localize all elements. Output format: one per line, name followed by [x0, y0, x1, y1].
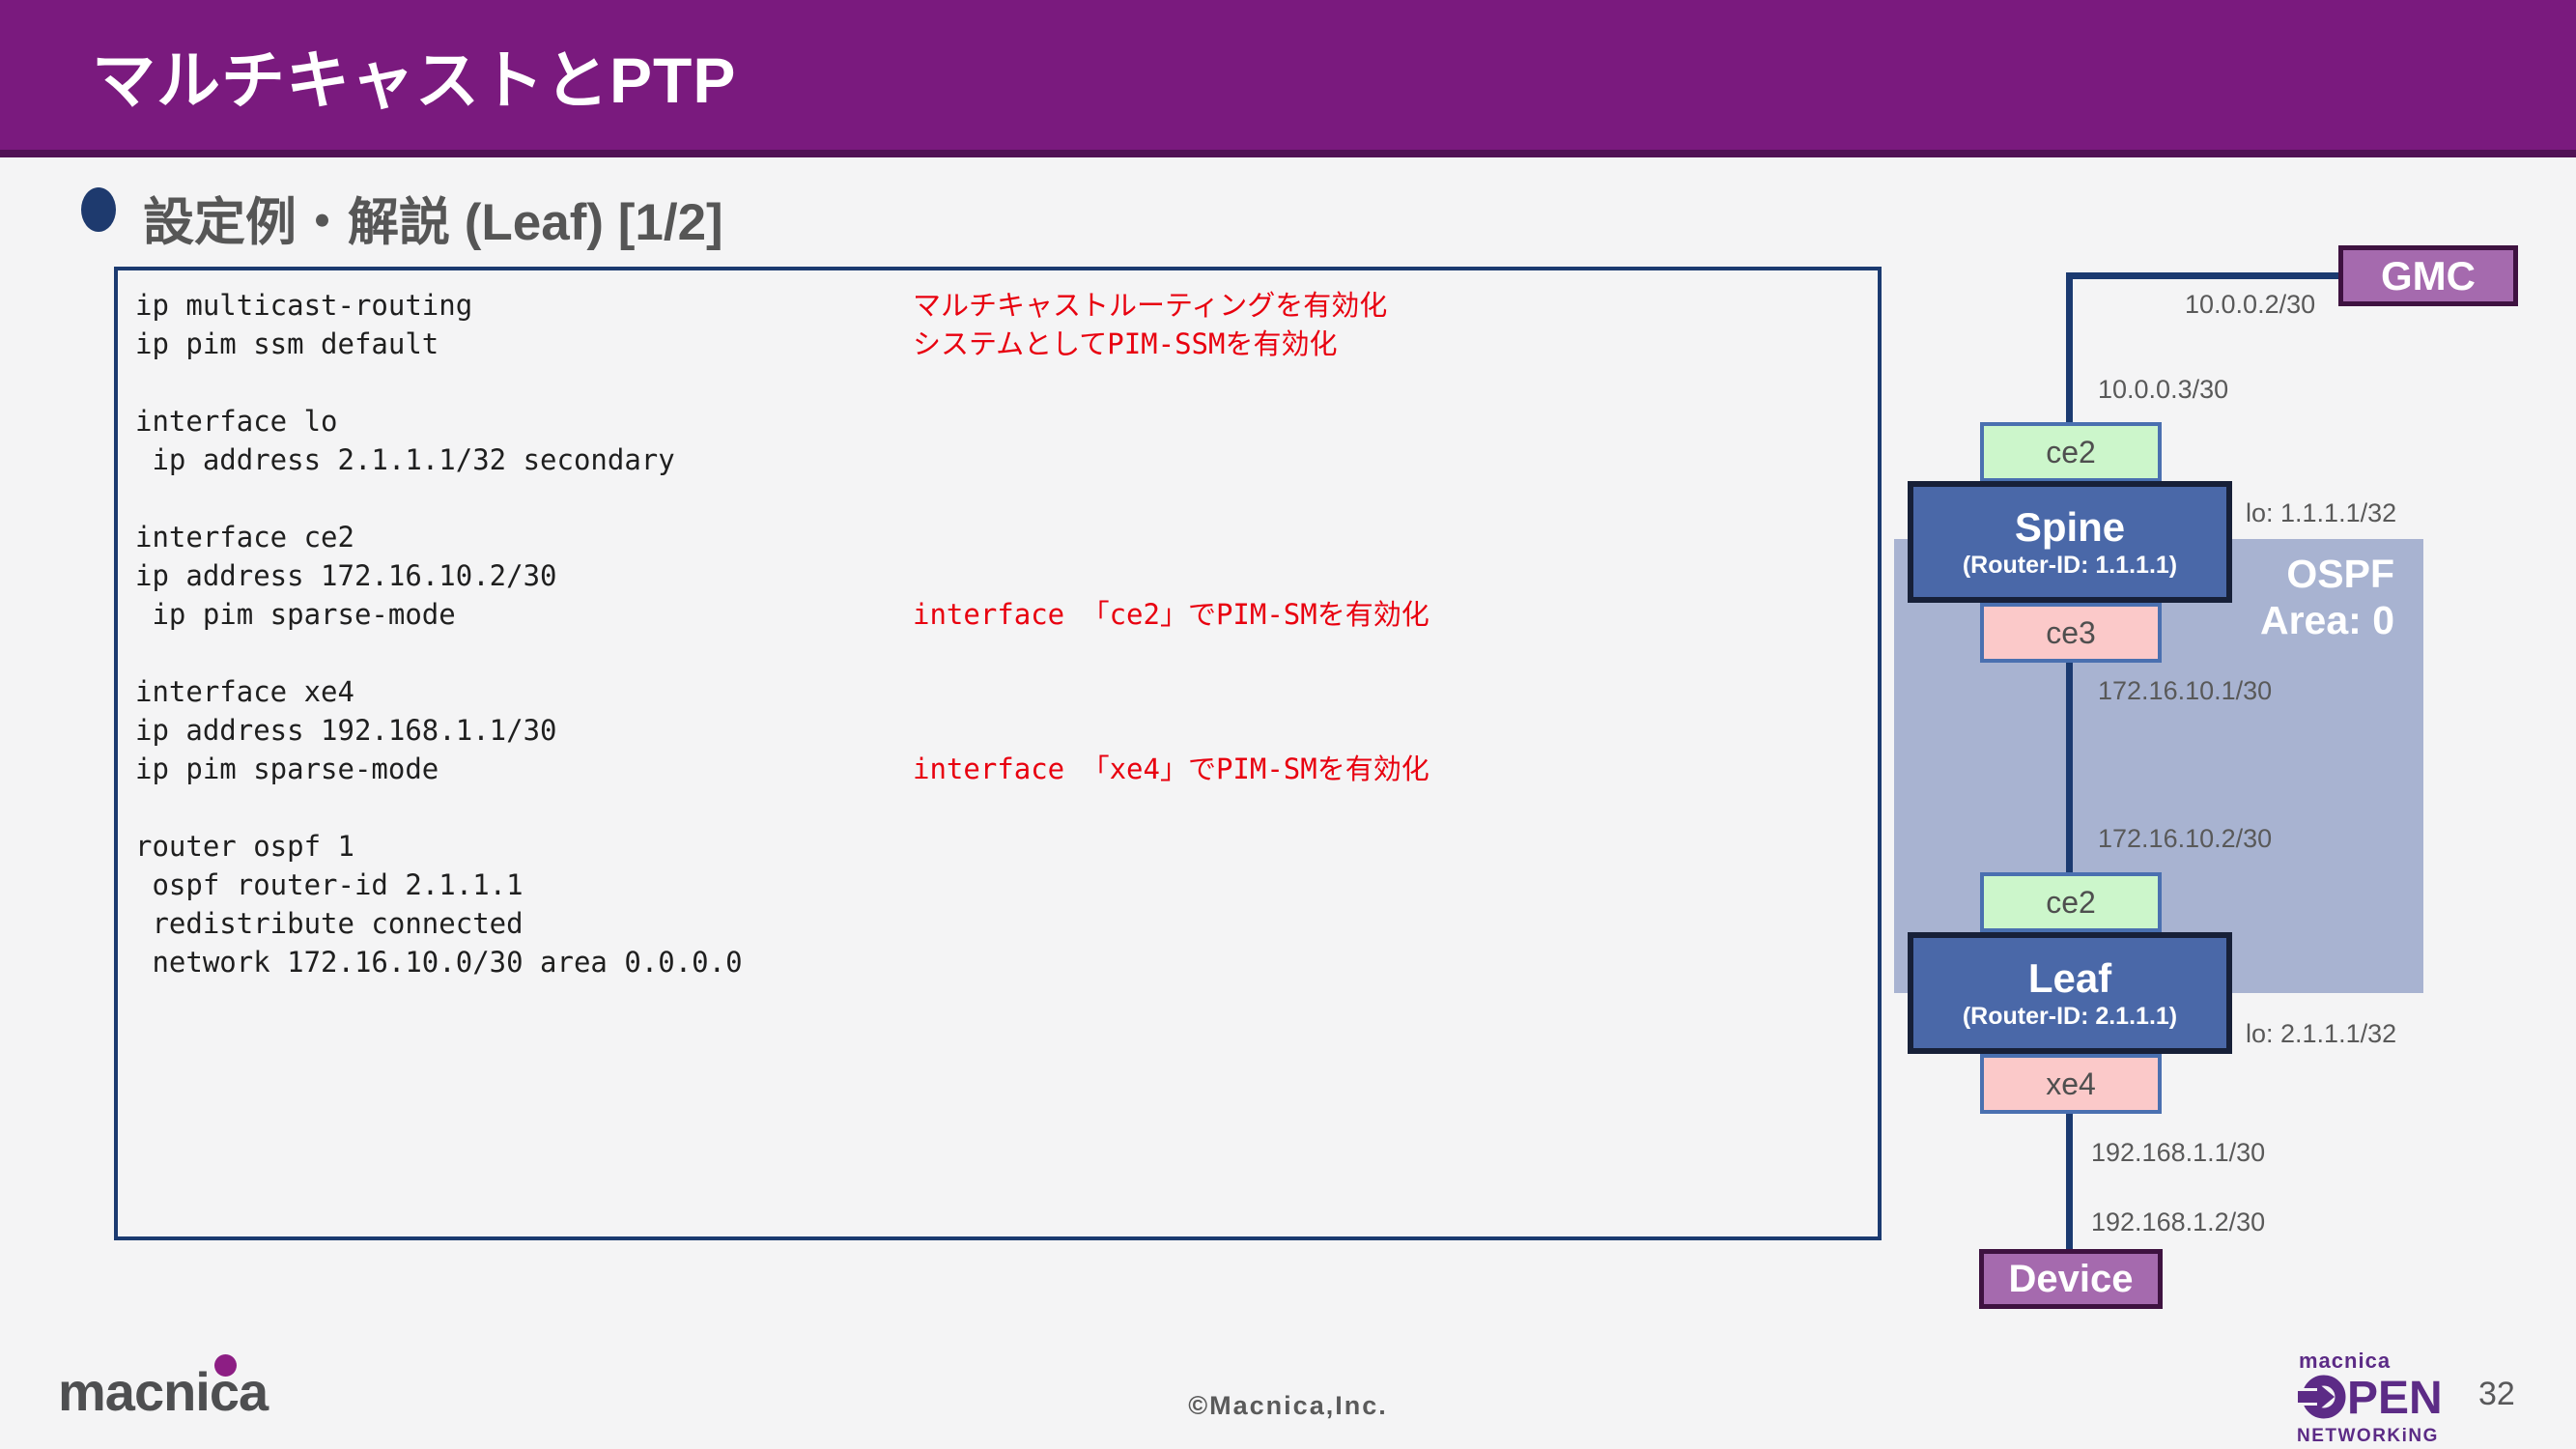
code-text: ip address 192.168.1.1/30: [135, 714, 557, 747]
code-line: ip pim sparse-mode interface 「xe4」でPIM-SM…: [135, 750, 1878, 788]
spine-router-id: (Router-ID: 1.1.1.1): [1962, 552, 2178, 579]
code-text: ip pim ssm default: [135, 327, 439, 360]
device-label: Device: [2008, 1257, 2134, 1300]
link-gmc-horizontal: [2066, 272, 2340, 279]
code-line: ip pim ssm default システムとしてPIM-SSMを有効化: [135, 325, 1878, 363]
open-logo-wordmark: PEN: [2297, 1374, 2529, 1424]
header-stripe: [0, 150, 2576, 157]
code-text: interface lo: [135, 405, 338, 438]
code-text: [135, 482, 152, 515]
label-leaf-xe4-ip: 192.168.1.1/30: [2091, 1138, 2266, 1167]
code-line: ip address 2.1.1.1/32 secondary: [135, 440, 1878, 479]
code-text: interface ce2: [135, 521, 354, 554]
code-line: ip pim sparse-mode interface 「ce2」でPIM-SM…: [135, 595, 1878, 634]
open-networking-logo: macnica PEN NETWORKiNG: [2297, 1349, 2529, 1447]
code-line: interface lo: [135, 402, 1878, 440]
label-gmc-link-ip: 10.0.0.2/30: [2185, 290, 2316, 319]
code-line: redistribute connected: [135, 904, 1878, 943]
node-gmc: GMC: [2338, 245, 2518, 306]
code-text: redistribute connected: [135, 907, 524, 940]
ospf-area-label: OSPF Area: 0: [2260, 551, 2394, 643]
node-spine: Spine (Router-ID: 1.1.1.1): [1908, 481, 2232, 603]
code-text: [135, 637, 152, 669]
header-band: [0, 0, 2576, 150]
section-heading: 設定例・解説 (Leaf) [1/2]: [143, 194, 723, 251]
code-line: ip multicast-routing マルチキャストルーティングを有効化: [135, 286, 1878, 325]
code-annotation: システムとしてPIM-SSMを有効化: [913, 327, 1338, 360]
link-spine-leaf: [2066, 657, 2073, 879]
interface-box-spine-ce2: ce2: [1980, 422, 2162, 482]
interface-box-leaf-xe4: xe4: [1980, 1054, 2162, 1114]
code-line: [135, 479, 1878, 518]
open-logo-networking-text: NETWORKiNG: [2297, 1426, 2439, 1446]
code-text: ip pim sparse-mode: [135, 753, 439, 785]
code-text: ip address 172.16.10.2/30: [135, 559, 557, 592]
code-line: ip address 172.16.10.2/30: [135, 556, 1878, 595]
leaf-router-id: (Router-ID: 2.1.1.1): [1962, 1003, 2178, 1030]
code-text: [135, 366, 152, 399]
open-logo-brand: macnica: [2299, 1349, 2392, 1373]
bullet-icon: [81, 187, 116, 232]
code-line: router ospf 1: [135, 827, 1878, 866]
gmc-label: GMC: [2381, 252, 2476, 298]
interface-label: ce2: [2046, 884, 2096, 920]
link-gmc-vertical: [2066, 272, 2073, 427]
copyright: ©Macnica,Inc.: [1188, 1391, 1388, 1420]
interface-box-spine-ce3: ce3: [1980, 603, 2162, 663]
code-line: interface xe4: [135, 672, 1878, 711]
code-line: network 172.16.10.0/30 area 0.0.0.0: [135, 943, 1878, 981]
ospf-area-label-line1: OSPF: [2286, 552, 2394, 596]
code-text: [135, 791, 152, 824]
label-leaf-loopback: lo: 2.1.1.1/32: [2246, 1019, 2397, 1048]
code-text: ip address 2.1.1.1/32 secondary: [135, 443, 675, 476]
code-annotation: interface 「xe4」でPIM-SMを有効化: [913, 753, 1430, 785]
open-logo-open-text: PEN: [2347, 1373, 2443, 1424]
code-text: router ospf 1: [135, 830, 354, 863]
spine-name: Spine: [2014, 504, 2126, 550]
code-line: interface ce2: [135, 518, 1878, 556]
code-line: ip address 192.168.1.1/30: [135, 711, 1878, 750]
code-text: ospf router-id 2.1.1.1: [135, 868, 524, 901]
code-line: [135, 363, 1878, 402]
interface-box-leaf-ce2: ce2: [1980, 872, 2162, 932]
code-text: network 172.16.10.0/30 area 0.0.0.0: [135, 946, 743, 979]
code-annotation: マルチキャストルーティングを有効化: [913, 289, 1388, 322]
code-text: interface xe4: [135, 675, 354, 708]
label-spine-loopback: lo: 1.1.1.1/32: [2246, 498, 2397, 527]
code-text: ip pim sparse-mode: [135, 598, 456, 631]
interface-label: ce2: [2046, 434, 2096, 469]
label-spine-ce3-ip: 172.16.10.1/30: [2098, 676, 2273, 705]
macnica-logo: macnica: [58, 1354, 269, 1426]
code-text: ip multicast-routing: [135, 289, 473, 322]
link-leaf-device: [2066, 1111, 2073, 1256]
interface-label: xe4: [2046, 1065, 2096, 1101]
label-device-ip: 192.168.1.2/30: [2091, 1208, 2266, 1236]
label-leaf-ce2-ip: 172.16.10.2/30: [2098, 824, 2273, 853]
node-leaf: Leaf (Router-ID: 2.1.1.1): [1908, 932, 2232, 1054]
code-annotation: interface 「ce2」でPIM-SMを有効化: [913, 598, 1430, 631]
ospf-area-label-line2: Area: 0: [2259, 598, 2394, 642]
slide-title: マルチキャストとPTP: [92, 44, 737, 116]
code-line: [135, 788, 1878, 827]
leaf-name: Leaf: [2027, 955, 2112, 1001]
interface-label: ce3: [2046, 614, 2096, 650]
macnica-logo-dot-icon: [214, 1354, 237, 1377]
code-line: ospf router-id 2.1.1.1: [135, 866, 1878, 904]
open-o-arrow-icon: [2297, 1372, 2347, 1427]
node-device: Device: [1979, 1249, 2163, 1309]
label-spine-uplink-ip: 10.0.0.3/30: [2098, 375, 2229, 404]
code-line: [135, 634, 1878, 672]
page-number: 32: [2478, 1376, 2515, 1412]
